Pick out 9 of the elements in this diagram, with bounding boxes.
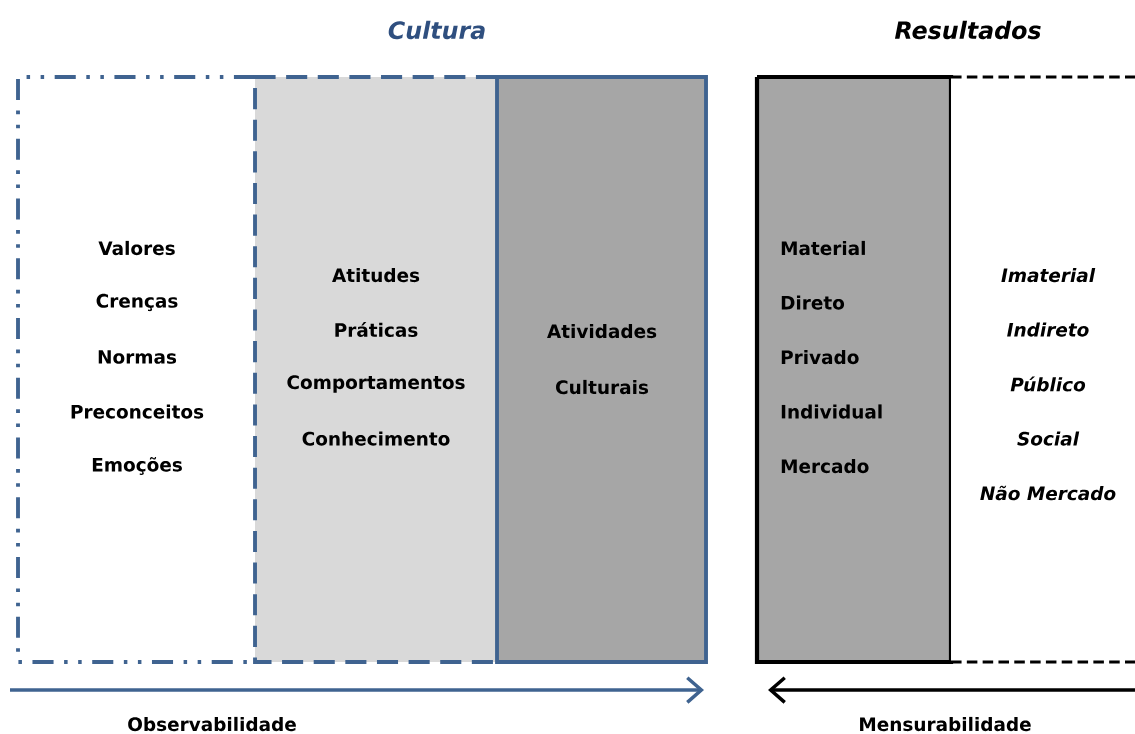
column-box: Atividades Culturais — [495, 75, 708, 664]
column-box: Atitudes Práticas Comportamentos Conhecimento — [253, 75, 497, 664]
section-heading: Cultura — [388, 20, 485, 40]
column-box: Material Direto Privado Individual Mercado — [754, 74, 954, 665]
column-box: Imaterial Indireto Público Social Não Mercado — [951, 75, 1135, 664]
axis-label: Mensurabilidade — [860, 716, 1031, 732]
axis-label: Observabilidade — [128, 716, 296, 732]
section-heading: Resultados — [894, 20, 1041, 40]
column-box: Valores Crenças Normas Preconceitos Emoções — [16, 75, 255, 664]
